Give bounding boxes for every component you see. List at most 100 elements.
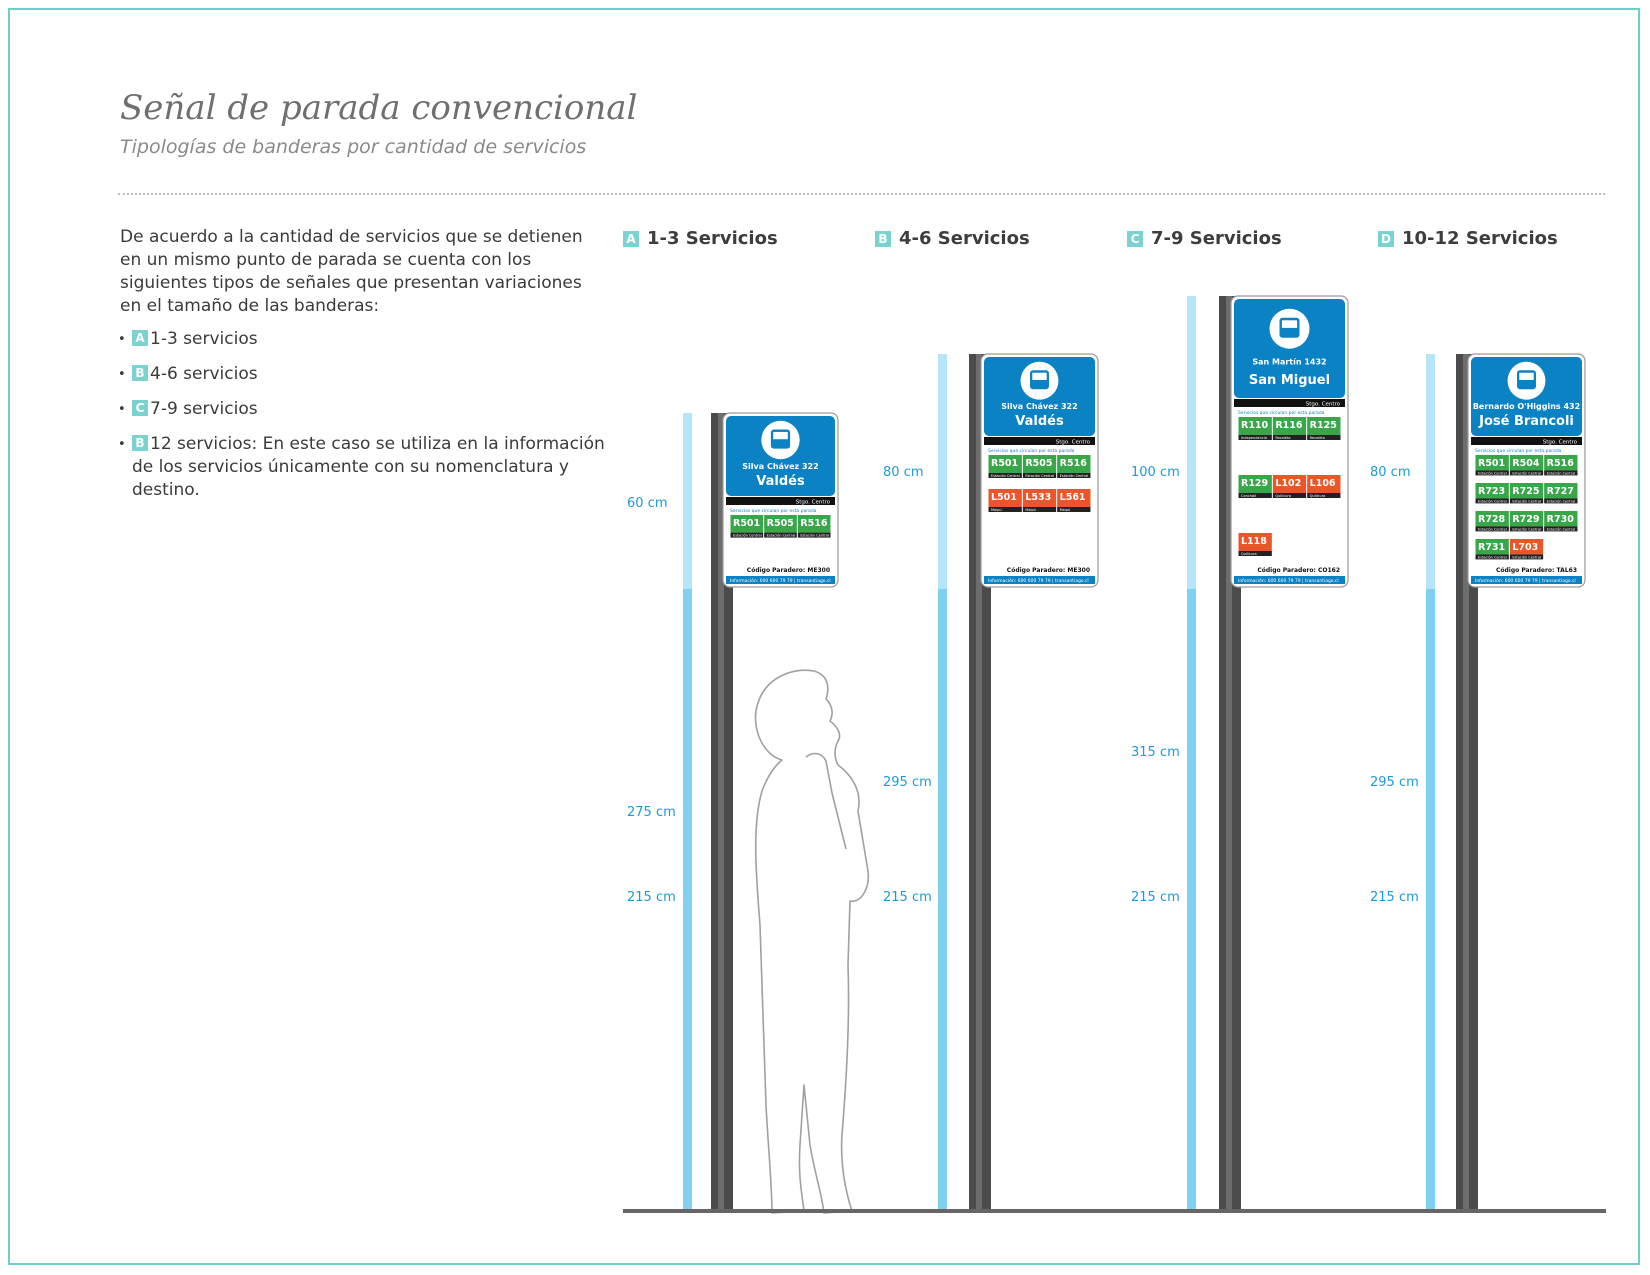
list-item: B4-6 servicios [118, 363, 608, 386]
route-dest-strip [764, 532, 797, 538]
dimension-bar-flag [683, 413, 692, 589]
info-bar [1471, 576, 1582, 584]
comuna-strip [726, 497, 835, 505]
route-dest-strip [797, 532, 831, 538]
route-code: R125 [1310, 420, 1337, 431]
comuna-strip [1234, 399, 1345, 407]
column-label: 10-12 Servicios [1402, 228, 1558, 249]
route-destination: Recoleta [1310, 436, 1325, 440]
route-code: R730 [1547, 514, 1575, 525]
street-label: Silva Chávez 322 [1001, 402, 1077, 411]
route-code: R504 [1512, 458, 1540, 469]
route-code: L106 [1310, 478, 1336, 489]
badge-letter: A [132, 330, 148, 346]
route-tile [1509, 511, 1544, 527]
route-destination: Recoleta [1275, 436, 1290, 440]
column-label: 1-3 Servicios [647, 228, 778, 249]
comuna-strip [1471, 437, 1582, 445]
route-tile [988, 455, 1022, 473]
route-tile [764, 515, 797, 533]
route-code: L703 [1512, 542, 1538, 553]
route-code: L501 [991, 492, 1017, 503]
route-dest-strip [1307, 493, 1341, 498]
dimension-bar-flag [1426, 354, 1435, 589]
route-dest-strip [1057, 473, 1091, 478]
route-tile [1544, 455, 1578, 471]
route-dest-strip [1509, 498, 1544, 504]
dimension-bar-pole [938, 589, 947, 1211]
route-dest-strip [1022, 507, 1057, 512]
dim-top-label: 315 cm [1131, 745, 1180, 760]
info-bar [1234, 576, 1345, 584]
route-code: R110 [1241, 420, 1269, 431]
dimension-bar-pole [683, 589, 692, 1211]
street-label: Silva Chávez 322 [742, 462, 818, 471]
route-dest-strip [1022, 473, 1057, 478]
info-bar [726, 576, 835, 584]
route-code: R505 [1025, 458, 1052, 469]
route-code: R728 [1478, 514, 1506, 525]
route-destination: Independencia [1241, 436, 1267, 440]
route-destination: Estación Central [800, 534, 829, 538]
route-destination: Quilicura [1310, 494, 1326, 498]
route-dest-strip [1509, 470, 1544, 476]
sign-post [711, 413, 733, 1211]
page-frame [8, 8, 1640, 1265]
route-dest-strip [1544, 526, 1578, 532]
route-destination: Estación Central [991, 474, 1020, 478]
route-tile [730, 515, 764, 533]
stop-name: San Miguel [1249, 373, 1330, 388]
route-dest-strip [1475, 470, 1509, 476]
stop-code: Código Paradero: ME300 [1007, 567, 1090, 574]
route-tile [1272, 475, 1307, 493]
route-tile [1238, 533, 1272, 551]
stop-code: Código Paradero: CO162 [1257, 567, 1340, 574]
list-item-text: 4-6 servicios [150, 364, 258, 384]
route-code: R501 [733, 518, 760, 529]
route-destination: Estación Central [767, 534, 796, 538]
route-tile [1057, 489, 1091, 507]
bus-icon-window [1519, 372, 1534, 380]
route-code: R501 [1478, 458, 1505, 469]
route-dest-strip [1238, 435, 1272, 440]
route-dest-strip [1057, 507, 1091, 512]
badge-letter: B [132, 365, 148, 381]
dimension-bar-flag [1187, 296, 1196, 589]
route-tile [1307, 417, 1341, 435]
list-item: B12 servicios: En este caso se utiliza e… [118, 433, 608, 502]
list-item-text: 7-9 servicios [150, 399, 258, 419]
dimension-bar-flag [938, 354, 947, 589]
services-header: Servicios que circulan por esta parada [1475, 448, 1562, 454]
route-dest-strip [1509, 554, 1544, 560]
route-dest-strip [1475, 554, 1509, 560]
route-destination: Maipú [1025, 508, 1036, 512]
route-dest-strip [730, 532, 764, 538]
dim-base-label: 215 cm [1131, 890, 1180, 905]
route-code: L561 [1060, 492, 1086, 503]
dim-flag-label: 80 cm [1370, 465, 1411, 480]
list-item: A1-3 servicios [118, 328, 608, 351]
route-code: R129 [1241, 478, 1268, 489]
route-dest-strip [1544, 470, 1578, 476]
route-tile [1509, 483, 1544, 499]
dim-top-label: 275 cm [627, 805, 676, 820]
route-destination: Estación Central [1547, 471, 1576, 475]
route-code: L533 [1025, 492, 1051, 503]
ground-line [623, 1209, 1606, 1213]
route-code: R516 [1547, 458, 1575, 469]
badge-letter: D [1378, 230, 1394, 247]
route-destination: Estación Central [1478, 471, 1507, 475]
route-dest-strip [1307, 435, 1341, 440]
route-destination: Maipú [991, 508, 1002, 512]
column-label: 7-9 Servicios [1151, 228, 1282, 249]
route-destination: Estación Central [1478, 527, 1507, 531]
route-destination: Estación Central [1547, 527, 1576, 531]
column-label: 4-6 Servicios [899, 228, 1030, 249]
dim-base-label: 215 cm [627, 890, 676, 905]
route-code: R725 [1512, 486, 1539, 497]
column-header-d: D 10-12 Servicios [1378, 228, 1558, 249]
dimension-bar-pole [1426, 589, 1435, 1211]
info-label: Información: 600 600 79 79 | transantiag… [988, 577, 1089, 584]
